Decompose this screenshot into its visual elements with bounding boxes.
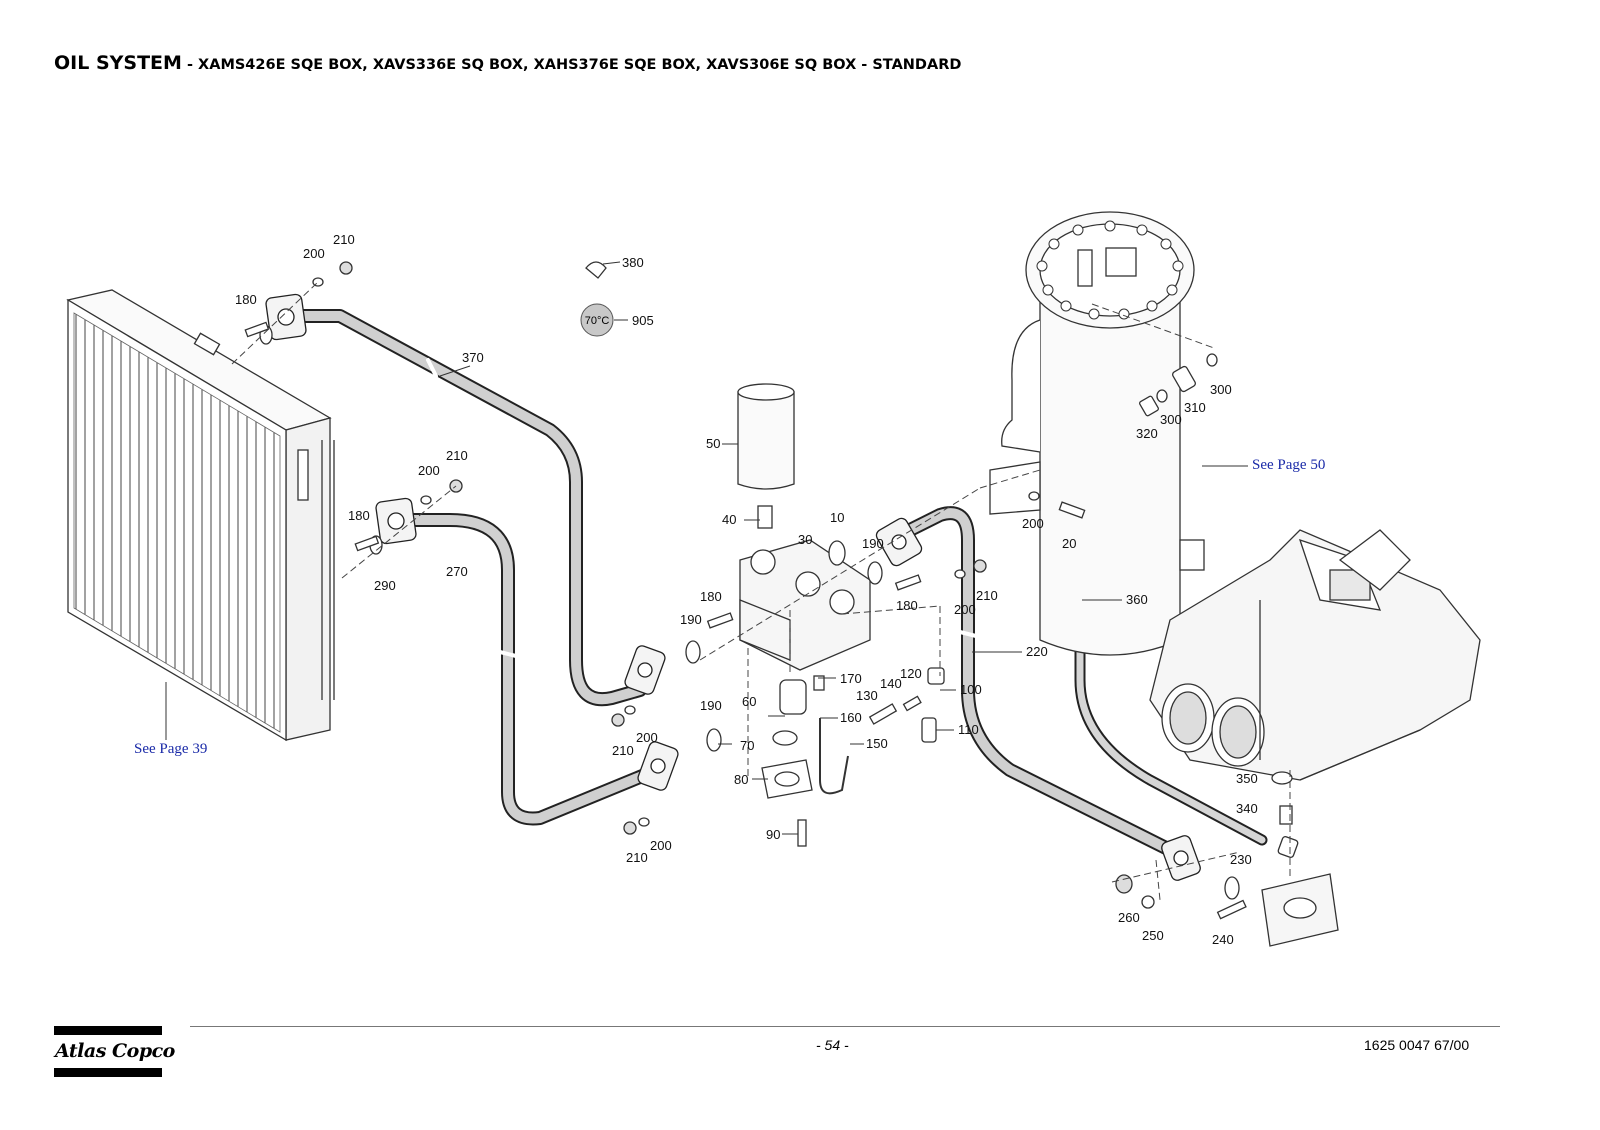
callout-80: 80	[734, 772, 748, 787]
vessel-cover-bolts	[1036, 220, 1184, 320]
callout-60: 60	[742, 694, 756, 709]
callout-190: 190	[680, 612, 702, 627]
callout-200: 200	[418, 463, 440, 478]
callout-200: 200	[303, 246, 325, 261]
callout-210: 210	[612, 743, 634, 758]
callout-220: 220	[1026, 644, 1048, 659]
oil-cooler-radiator	[66, 289, 335, 742]
callout-370: 370	[462, 350, 484, 365]
callout-30: 30	[798, 532, 812, 547]
callout-905: 905	[632, 313, 654, 328]
callout-200: 200	[1022, 516, 1044, 531]
callout-350: 350	[1236, 771, 1258, 786]
callout-180: 180	[348, 508, 370, 523]
title-models: - XAMS426E SQE BOX, XAVS336E SQ BOX, XAH…	[181, 57, 962, 73]
drain-tube	[819, 718, 849, 795]
svg-text:70°C: 70°C	[585, 315, 610, 327]
callout-10: 10	[830, 510, 844, 525]
compressor-element	[1149, 529, 1481, 781]
callout-70: 70	[740, 738, 754, 753]
oil-separator-vessel	[989, 211, 1205, 656]
assembly-lines	[231, 281, 1291, 901]
hose-flanges	[265, 293, 1201, 881]
callout-360: 360	[1126, 592, 1148, 607]
oil-filter	[737, 383, 795, 490]
callout-190: 190	[700, 698, 722, 713]
callout-170: 170	[840, 671, 862, 686]
see-page-50-link[interactable]: See Page 50	[1252, 457, 1325, 473]
callout-140: 140	[880, 676, 902, 691]
callout-110: 110	[958, 722, 979, 737]
callout-50: 50	[706, 436, 720, 451]
callout-320: 320	[1136, 426, 1158, 441]
callout-210: 210	[333, 232, 355, 247]
thermostat-label: 70°C	[580, 303, 614, 337]
callout-260: 260	[1118, 910, 1140, 925]
page-number: - 54 -	[816, 1037, 849, 1053]
callout-300: 300	[1160, 412, 1182, 427]
callout-210: 210	[626, 850, 648, 865]
callout-380: 380	[622, 255, 644, 270]
callout-240: 240	[1212, 932, 1234, 947]
callout-160: 160	[840, 710, 862, 725]
callout-200: 200	[636, 730, 658, 745]
page-title: OIL SYSTEM - XAMS426E SQE BOX, XAVS336E …	[54, 52, 961, 74]
callout-100: 100	[960, 682, 982, 697]
callout-130: 130	[856, 688, 878, 703]
callout-150: 150	[866, 736, 888, 751]
see-page-39-link[interactable]: See Page 39	[134, 741, 207, 757]
callout-120: 120	[900, 666, 922, 681]
callout-230: 230	[1230, 852, 1252, 867]
callout-250: 250	[1142, 928, 1164, 943]
callout-290: 290	[374, 578, 396, 593]
callout-180: 180	[235, 292, 257, 307]
callout-20: 20	[1062, 536, 1076, 551]
callout-340: 340	[1236, 801, 1258, 816]
atlas-copco-logo: Atlas Copco	[54, 1026, 175, 1078]
callouts: 210 200 180 370 380 905 210 200 180 290 …	[235, 232, 1258, 947]
callout-200: 200	[650, 838, 672, 853]
title-main: OIL SYSTEM	[54, 52, 182, 74]
callout-210: 210	[446, 448, 468, 463]
callout-190: 190	[862, 536, 884, 551]
callout-300: 300	[1210, 382, 1232, 397]
callout-180: 180	[700, 589, 722, 604]
fittings-and-seals	[244, 261, 1339, 947]
logo-wordmark: Atlas Copco	[55, 1040, 175, 1062]
leader-lines	[165, 261, 1248, 835]
callout-210: 210	[976, 588, 998, 603]
callout-180: 180	[896, 598, 918, 613]
callout-200: 200	[954, 602, 976, 617]
callout-90: 90	[766, 827, 780, 842]
callout-40: 40	[722, 512, 736, 527]
callout-270: 270	[446, 564, 468, 579]
footer-divider	[190, 1026, 1500, 1027]
document-number: 1625 0047 67/00	[1364, 1037, 1470, 1053]
callout-310: 310	[1184, 400, 1206, 415]
